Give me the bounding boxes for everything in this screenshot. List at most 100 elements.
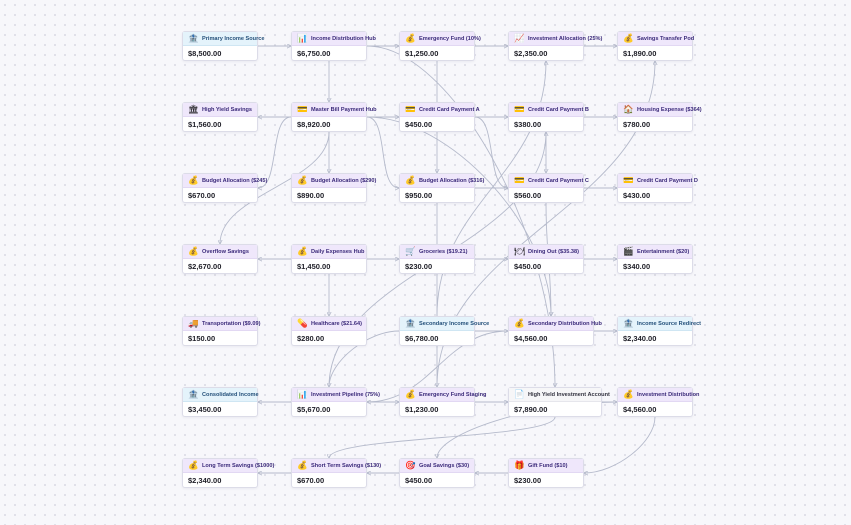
node-amount: $4,560.00 <box>514 334 548 343</box>
node-header: 🚚Transportation ($9.09) <box>183 317 261 331</box>
node-title: High Yield Investment Account <box>528 391 610 398</box>
node-savings-transfer-pod[interactable]: 💰Savings Transfer Pod$1,890.00 <box>617 31 694 61</box>
node-budget-allocation-245[interactable]: 💰Budget Allocation ($245)$670.00 <box>182 173 267 203</box>
node-amount: $8,500.00 <box>188 49 222 58</box>
node-title: Budget Allocation ($316) <box>419 177 485 184</box>
bank-icon: 🏦 <box>188 389 199 400</box>
node-amount: $1,450.00 <box>297 262 331 271</box>
node-title: High Yield Savings <box>202 106 253 113</box>
node-header: 💊Healthcare ($21.64) <box>292 317 366 331</box>
connector-line <box>366 116 551 316</box>
credit-card-icon: 💳 <box>405 104 416 115</box>
node-credit-card-payment-a[interactable]: 💳Credit Card Payment A $450.00 <box>399 102 480 132</box>
node-daily-expenses-hub[interactable]: 💰Daily Expenses Hub$1,450.00 <box>291 244 367 274</box>
node-primary-income-source[interactable]: 🏦Primary Income Source$8,500.00 <box>182 31 265 61</box>
node-header: 🏦Income Source Redirect <box>618 317 701 331</box>
node-groceries-19-21[interactable]: 🛒Groceries ($19.21)$230.00 <box>399 244 475 274</box>
money-bag-icon: 💰 <box>188 175 199 186</box>
node-goal-savings-30[interactable]: 🎯Goal Savings ($30)$450.00 <box>399 458 475 488</box>
node-title: Emergency Fund (10%) <box>419 35 481 42</box>
node-emergency-fund-staging[interactable]: 💰Emergency Fund Staging$1,230.00 <box>399 387 486 417</box>
node-header: 📈Investment Allocation (25%) <box>509 32 602 46</box>
node-amount: $450.00 <box>405 476 433 485</box>
node-title: Entertainment ($20) <box>637 248 690 255</box>
node-amount: $7,890.00 <box>514 405 548 414</box>
node-amount: $1,890.00 <box>623 49 657 58</box>
node-header: 💳Credit Card Payment C <box>509 174 589 188</box>
node-header: 🍽Dining Out ($35.38) <box>509 245 583 259</box>
node-title: Budget Allocation ($245) <box>202 177 268 184</box>
node-amount: $280.00 <box>297 334 325 343</box>
node-amount: $950.00 <box>405 191 433 200</box>
node-header: 💳Credit Card Payment D <box>618 174 698 188</box>
gift-icon: 🎁 <box>514 460 525 471</box>
node-income-source-redirect[interactable]: 🏦Income Source Redirect $2,340.00 <box>617 316 701 346</box>
node-title: Dining Out ($35.38) <box>528 248 579 255</box>
node-amount: $4,560.00 <box>623 405 657 414</box>
node-amount: $2,340.00 <box>188 476 222 485</box>
node-amount: $3,450.00 <box>188 405 222 414</box>
truck-icon: 🚚 <box>188 318 199 329</box>
node-budget-allocation-290[interactable]: 💰Budget Allocation ($290)$890.00 <box>291 173 376 203</box>
node-header: 💰Emergency Fund (10%) <box>400 32 481 46</box>
node-amount: $2,340.00 <box>623 334 657 343</box>
node-credit-card-payment-b[interactable]: 💳Credit Card Payment B$380.00 <box>508 102 589 132</box>
node-header: 🏦Consolidated Income <box>183 388 259 402</box>
node-dining-out-35-38[interactable]: 🍽Dining Out ($35.38)$450.00 <box>508 244 584 274</box>
node-title: Credit Card Payment C <box>528 177 589 184</box>
connector-line <box>584 416 656 473</box>
node-overflow-savings[interactable]: 💰Overflow Savings$2,670.00 <box>182 244 258 274</box>
node-title: Credit Card Payment A <box>419 106 480 113</box>
node-credit-card-payment-c[interactable]: 💳Credit Card Payment C$560.00 <box>508 173 589 203</box>
node-amount: $380.00 <box>514 120 542 129</box>
node-long-term-savings-1000[interactable]: 💰Long Term Savings ($1000) $2,340.00 <box>182 458 274 488</box>
node-header: 💰Budget Allocation ($290) <box>292 174 376 188</box>
node-title: Overflow Savings <box>202 248 249 255</box>
node-high-yield-savings[interactable]: 🏛High Yield Savings$1,560.00 <box>182 102 258 132</box>
node-consolidated-income[interactable]: 🏦Consolidated Income $3,450.00 <box>182 387 259 417</box>
node-header: 💰Long Term Savings ($1000) <box>183 459 274 473</box>
credit-card-icon: 💳 <box>297 104 308 115</box>
credit-card-icon: 💳 <box>514 175 525 186</box>
node-amount: $1,560.00 <box>188 120 222 129</box>
node-header: 🏦Secondary Income Source <box>400 317 489 331</box>
node-header: 🛒Groceries ($19.21) <box>400 245 474 259</box>
node-high-yield-investment-account[interactable]: 📄High Yield Investment Account $7,890.00 <box>508 387 610 417</box>
node-secondary-income-source[interactable]: 🏦Secondary Income Source$6,780.00 <box>399 316 489 346</box>
node-short-term-savings-130[interactable]: 💰Short Term Savings ($130)$670.00 <box>291 458 381 488</box>
node-amount: $1,250.00 <box>405 49 439 58</box>
money-bag-icon: 💰 <box>514 318 525 329</box>
node-master-bill-payment-hub[interactable]: 💳Master Bill Payment Hub$8,920.00 <box>291 102 377 132</box>
node-amount: $340.00 <box>623 262 651 271</box>
money-bag-icon: 💰 <box>297 460 308 471</box>
node-transportation-9-09[interactable]: 🚚Transportation ($9.09) $150.00 <box>182 316 261 346</box>
node-title: Master Bill Payment Hub <box>311 106 377 113</box>
money-bag-icon: 💰 <box>405 175 416 186</box>
node-title: Consolidated Income <box>202 391 259 398</box>
node-secondary-distribution-hub[interactable]: 💰Secondary Distribution Hub $4,560.00 <box>508 316 602 346</box>
node-investment-pipeline-75[interactable]: 📊Investment Pipeline (75%)$5,670.00 <box>291 387 380 417</box>
node-amount: $1,230.00 <box>405 405 439 414</box>
node-amount: $780.00 <box>623 120 651 129</box>
node-header: 💳Credit Card Payment A <box>400 103 480 117</box>
node-header: 📊Income Distribution Hub <box>292 32 376 46</box>
node-amount: $150.00 <box>188 334 216 343</box>
node-entertainment-20[interactable]: 🎬Entertainment ($20) $340.00 <box>617 244 693 274</box>
node-header: 📄High Yield Investment Account <box>509 388 610 402</box>
node-healthcare-21-64[interactable]: 💊Healthcare ($21.64) $280.00 <box>291 316 367 346</box>
node-header: 💰Secondary Distribution Hub <box>509 317 602 331</box>
node-gift-fund-10[interactable]: 🎁Gift Fund ($10)$230.00 <box>508 458 584 488</box>
node-budget-allocation-316[interactable]: 💰Budget Allocation ($316) $950.00 <box>399 173 484 203</box>
node-header: 🎬Entertainment ($20) <box>618 245 692 259</box>
node-investment-distribution[interactable]: 💰Investment Distribution$4,560.00 <box>617 387 699 417</box>
node-emergency-fund-10[interactable]: 💰Emergency Fund (10%) $1,250.00 <box>399 31 481 61</box>
node-header: 🏠Housing Expense ($364) <box>618 103 702 117</box>
node-housing-expense-364[interactable]: 🏠Housing Expense ($364) $780.00 <box>617 102 702 132</box>
shopping-cart-icon: 🛒 <box>405 246 416 257</box>
node-title: Transportation ($9.09) <box>202 320 261 327</box>
node-amount: $450.00 <box>405 120 433 129</box>
node-title: Investment Allocation (25%) <box>528 35 603 42</box>
node-investment-allocation-25[interactable]: 📈Investment Allocation (25%)$2,350.00 <box>508 31 602 61</box>
node-credit-card-payment-d[interactable]: 💳Credit Card Payment D$430.00 <box>617 173 698 203</box>
node-income-distribution-hub[interactable]: 📊Income Distribution Hub$6,750.00 <box>291 31 376 61</box>
